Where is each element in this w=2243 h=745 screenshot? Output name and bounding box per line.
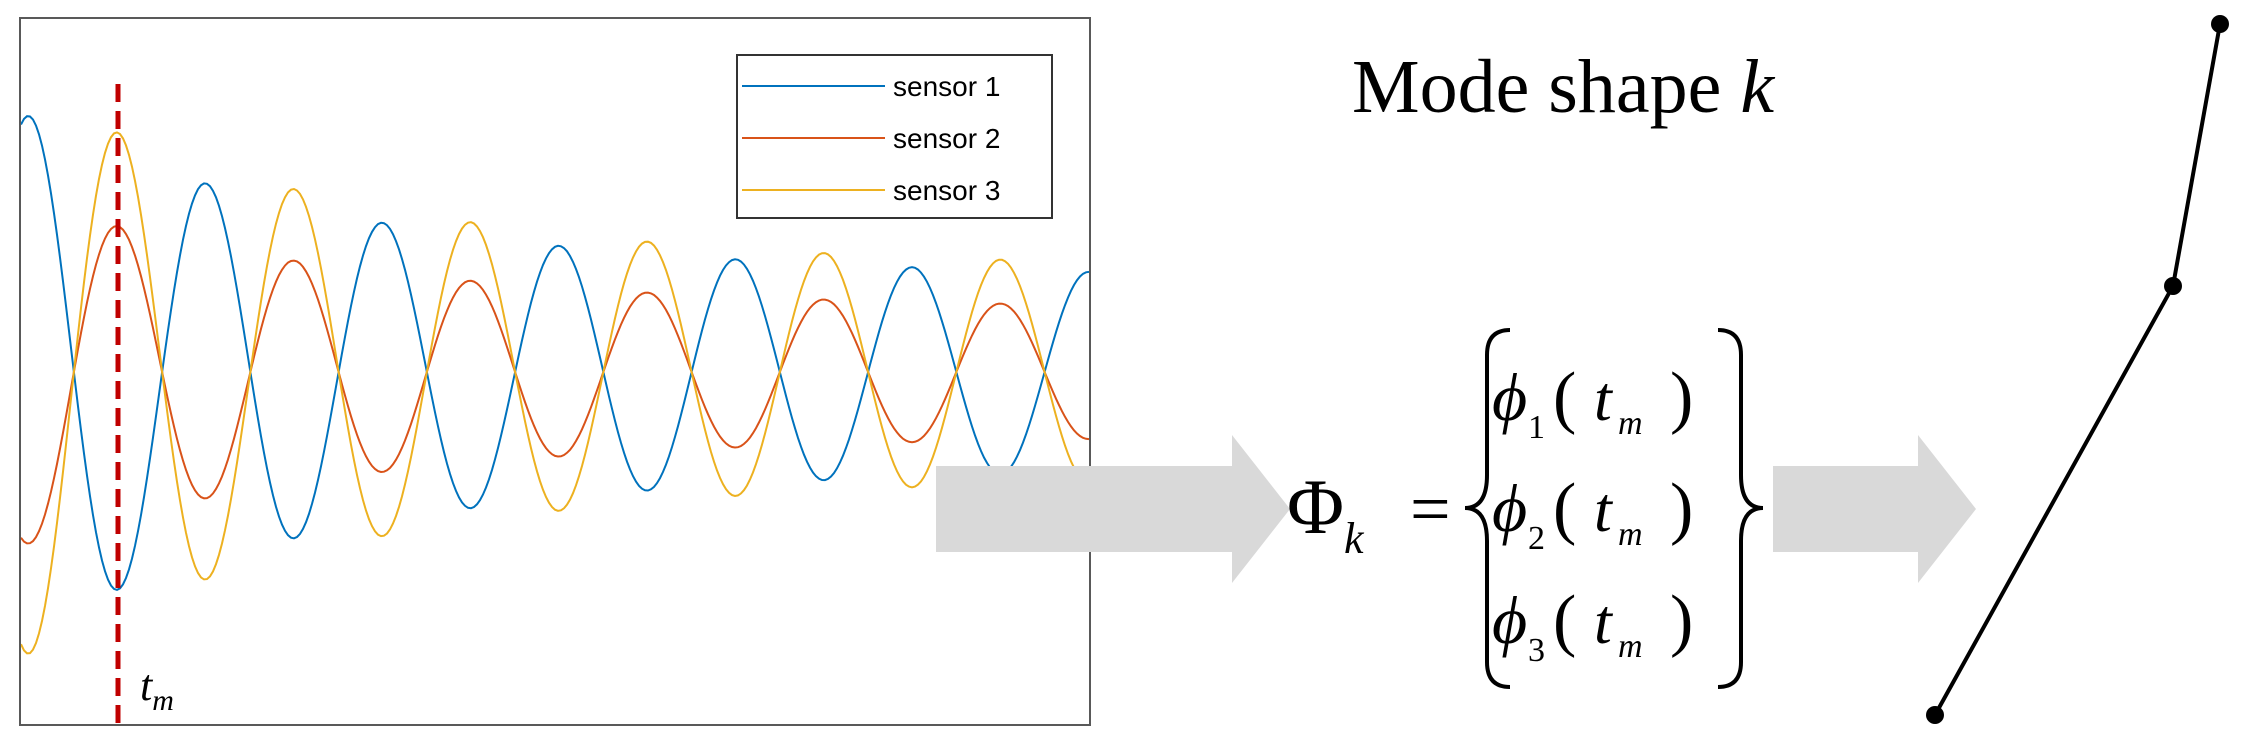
vector-row-1: ϕ 1 ( t m ) bbox=[1492, 359, 1693, 446]
close-paren: ) bbox=[1670, 359, 1693, 436]
right-arrow-icon bbox=[1773, 435, 1976, 583]
phi-symbol: ϕ bbox=[1492, 582, 1527, 658]
t-sub: m bbox=[1618, 628, 1643, 665]
mode-vector-equation: Φk = ϕ 1 ( t m ) ϕ 2 ( t m ) ϕ 3 ( t m bbox=[1287, 328, 1764, 689]
t-symbol: t bbox=[1594, 363, 1614, 434]
phi-index: 3 bbox=[1528, 632, 1545, 669]
sensor-3-curve bbox=[21, 131, 1089, 655]
t-sub: m bbox=[1618, 516, 1643, 553]
phi-symbol: ϕ bbox=[1492, 470, 1527, 546]
right-arrow-icon bbox=[936, 435, 1290, 583]
phi-symbol: ϕ bbox=[1492, 359, 1527, 435]
vector-row-3: ϕ 3 ( t m ) bbox=[1492, 582, 1693, 669]
legend-entry-sensor-2: sensor 2 bbox=[742, 123, 1000, 154]
legend-entry-sensor-3: sensor 3 bbox=[742, 175, 1000, 206]
open-paren: ( bbox=[1553, 470, 1576, 547]
left-brace bbox=[1464, 328, 1511, 689]
legend-label: sensor 2 bbox=[893, 123, 1000, 154]
phi-k-symbol: Φk bbox=[1287, 463, 1365, 563]
t-sub: m bbox=[1618, 405, 1643, 442]
close-paren: ) bbox=[1670, 470, 1693, 547]
phi-index: 1 bbox=[1528, 409, 1545, 446]
mode-shape-title: Mode shape k bbox=[1352, 45, 1775, 129]
equals-sign: = bbox=[1410, 469, 1451, 549]
legend-entry-sensor-1: sensor 1 bbox=[742, 71, 1000, 102]
sensor-2-curve bbox=[21, 224, 1089, 545]
node-marker bbox=[2211, 15, 2229, 33]
legend: sensor 1 sensor 2 sensor 3 bbox=[736, 54, 1053, 219]
time-history-plot: tm sensor 1 sensor 2 sensor 3 bbox=[19, 17, 1091, 726]
open-paren: ( bbox=[1553, 582, 1576, 659]
vector-row-2: ϕ 2 ( t m ) bbox=[1492, 470, 1693, 557]
phi-index: 2 bbox=[1528, 520, 1545, 557]
node-marker bbox=[1926, 706, 1944, 724]
right-brace bbox=[1717, 328, 1764, 689]
t-symbol: t bbox=[1594, 586, 1614, 657]
mode-shape-plot bbox=[1926, 15, 2229, 724]
node-marker bbox=[2164, 277, 2182, 295]
mode-shape-line bbox=[1933, 23, 2222, 716]
sensor-1-curve bbox=[21, 115, 1089, 591]
t-symbol: t bbox=[1594, 474, 1614, 545]
legend-label: sensor 3 bbox=[893, 175, 1000, 206]
legend-label: sensor 1 bbox=[893, 71, 1000, 102]
tm-label: tm bbox=[140, 661, 174, 717]
close-paren: ) bbox=[1670, 582, 1693, 659]
open-paren: ( bbox=[1553, 359, 1576, 436]
